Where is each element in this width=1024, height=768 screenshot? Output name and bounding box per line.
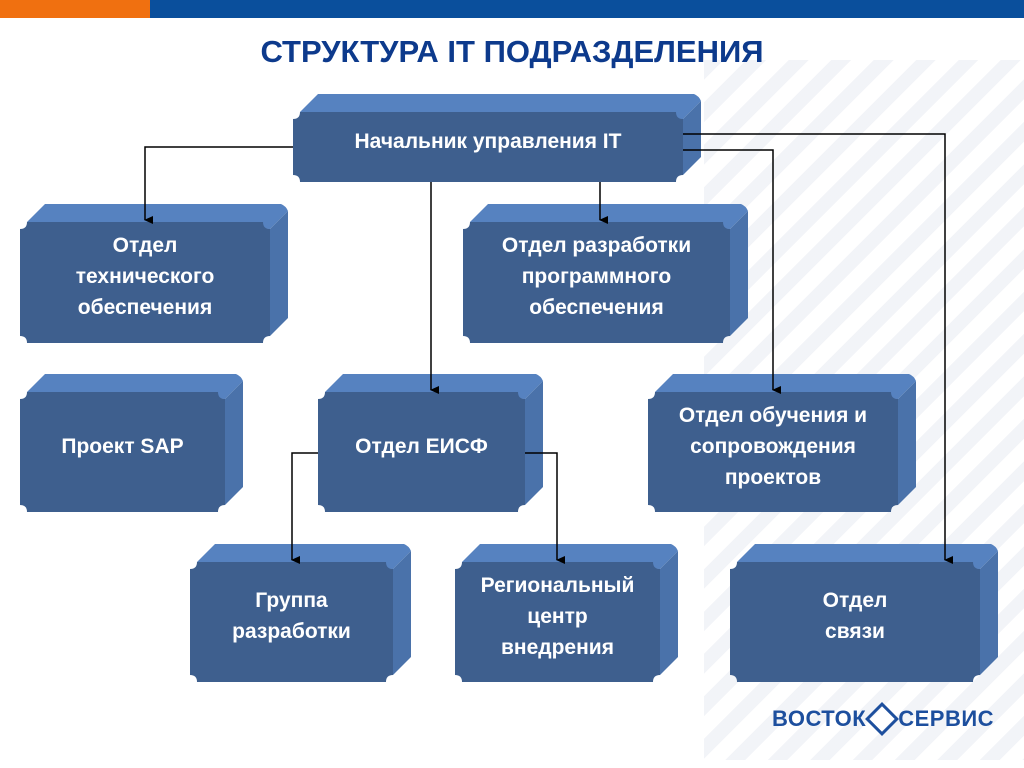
header-orange-bar	[0, 0, 150, 18]
node-box-group	[190, 544, 411, 682]
header-blue-bar	[150, 0, 1024, 18]
page-title: СТРУКТУРА IT ПОДРАЗДЕЛЕНИЯ	[260, 34, 764, 69]
node-label-eisf: Отдел ЕИСФ	[355, 434, 488, 458]
node-box-tech	[20, 204, 288, 343]
node-box-regional	[455, 544, 678, 682]
node-label-training: Отдел обучения и сопровождения проектов	[678, 403, 868, 489]
edge-head-training	[683, 149, 781, 394]
node-label-comm: Отдел связи	[822, 589, 888, 643]
node-box-training	[648, 374, 916, 512]
node-box-head	[293, 94, 701, 182]
node-box-dev	[463, 204, 748, 343]
edge-head-comm	[683, 133, 953, 564]
node-label-head: Начальник управления IT	[354, 129, 622, 153]
node-box-comm	[730, 544, 998, 682]
logo-diamond-icon	[865, 702, 900, 736]
edge-eisf-regional	[525, 452, 565, 564]
vostok-servis-logo: ВОСТОК СЕРВИС	[772, 702, 995, 736]
node-label-dev: Отдел разработки программного обеспечени…	[501, 234, 692, 319]
logo-text-right: СЕРВИС	[898, 706, 995, 731]
logo-text-left: ВОСТОК	[772, 706, 867, 731]
node-label-sap: Проект SAP	[61, 434, 184, 458]
node-box-sap	[20, 374, 243, 512]
edge-eisf-group	[291, 452, 318, 564]
edge-head-tech	[144, 146, 293, 224]
node-label-group: Группа разработки	[232, 589, 351, 643]
node-label-tech: Отдел технического обеспечения	[75, 234, 215, 319]
node-label-regional: Региональный центр внедрения	[480, 573, 635, 659]
